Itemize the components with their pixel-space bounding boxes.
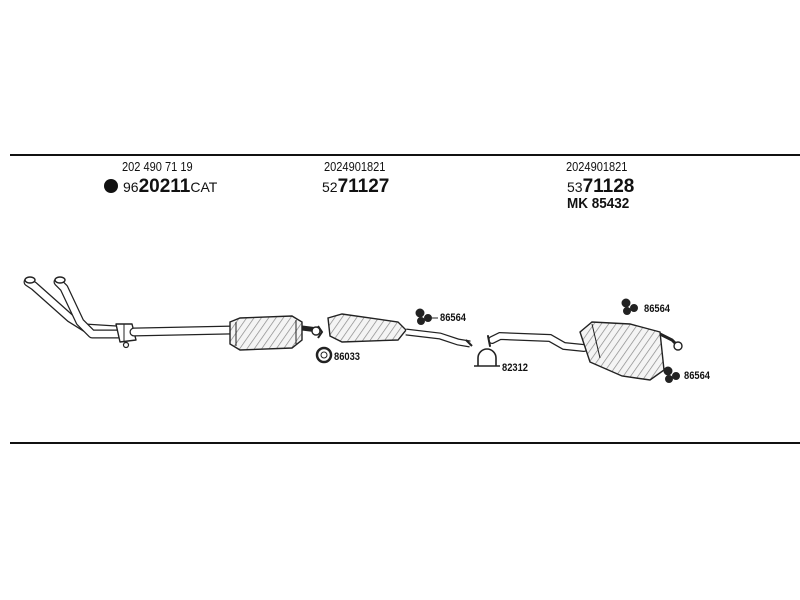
mk-kit-number: MK 85432	[567, 195, 630, 212]
rear-pipe	[487, 331, 588, 352]
intermediate-pipe-1	[122, 325, 237, 349]
pipe-connector	[311, 325, 324, 339]
part-prefix-2: 52	[322, 179, 338, 195]
oe-number-3: 2024901821	[566, 159, 628, 174]
sealing-ring-icon	[315, 346, 333, 364]
catalytic-converter	[229, 315, 319, 351]
part-main-3: 71128	[582, 176, 635, 197]
callout-rubber-3: 86564	[684, 370, 711, 382]
part-suffix-1: CAT	[190, 179, 218, 195]
part-prefix-1: 96	[123, 179, 139, 195]
bullet-dot-icon	[104, 179, 118, 193]
part-number-1[interactable]: 9620211CAT	[104, 177, 217, 196]
callout-clamp: 82312	[502, 362, 529, 374]
part-prefix-3: 53	[567, 179, 583, 195]
callout-rubber-2: 86564	[644, 303, 671, 315]
front-pipe	[23, 276, 137, 343]
top-rule	[10, 154, 800, 156]
pipe-clamp-icon	[474, 348, 500, 367]
callout-ring: 86033	[334, 351, 361, 363]
part-number-2[interactable]: 5271127	[322, 177, 389, 196]
rubber-hanger-icon	[663, 366, 680, 383]
rubber-hanger-icon	[415, 308, 432, 325]
part-main-2: 71127	[337, 176, 390, 197]
part-number-3[interactable]: 5371128	[567, 177, 634, 196]
front-silencer	[327, 313, 473, 348]
rubber-hanger-icon	[621, 298, 638, 315]
oe-number-1: 202 490 71 19	[122, 159, 193, 174]
bottom-rule	[10, 442, 800, 444]
callout-rubber-1: 86564	[440, 312, 467, 324]
part-main-1: 20211	[138, 176, 191, 197]
oe-number-2: 2024901821	[324, 159, 386, 174]
